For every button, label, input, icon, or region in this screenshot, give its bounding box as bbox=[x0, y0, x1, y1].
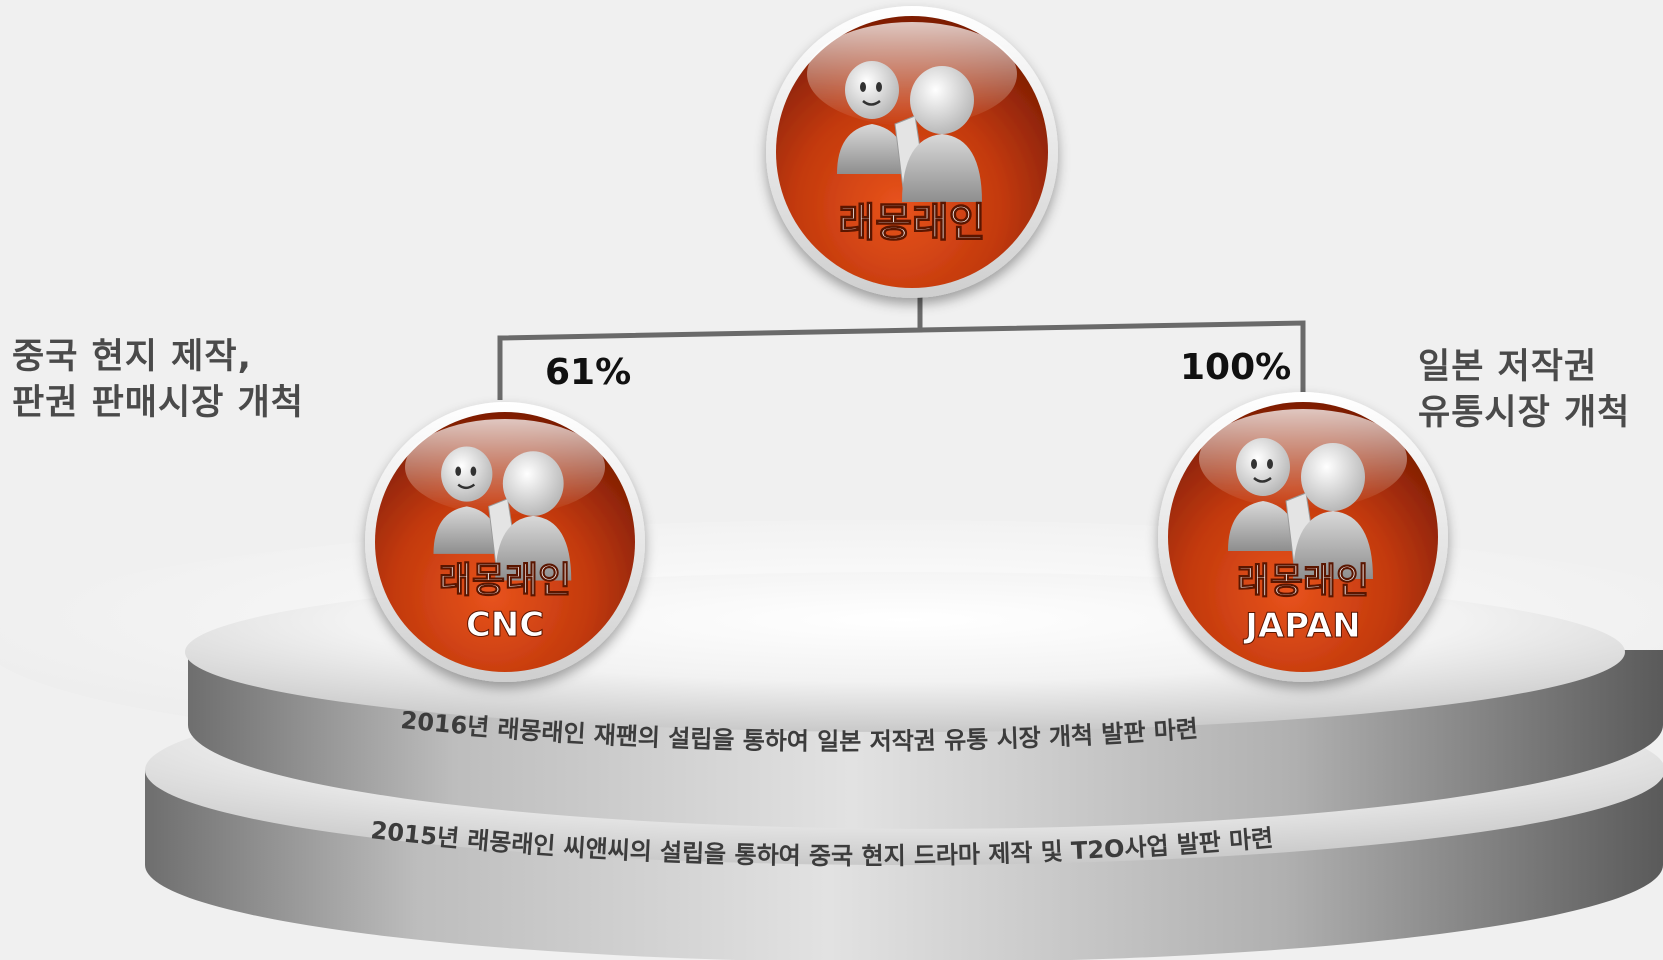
right-note: 일본 저작권 유통시장 개척 bbox=[1418, 344, 1630, 436]
left-note: 중국 현지 제작, 판권 판매시장 개척 bbox=[12, 334, 304, 426]
subsidiary-node-cnc[interactable]: 래몽래인 CNC bbox=[365, 402, 645, 682]
parent-node-label: 래몽래인 bbox=[838, 200, 985, 246]
subsidiary-japan-sublabel: JAPAN bbox=[1243, 606, 1361, 646]
subsidiary-cnc-label: 래몽래인 bbox=[439, 560, 571, 601]
cnc-share-percent: 61% bbox=[545, 352, 632, 393]
right-note-line-1: 일본 저작권 bbox=[1418, 347, 1598, 387]
parent-node[interactable]: 래몽래인 bbox=[766, 6, 1058, 298]
japan-share-percent: 100% bbox=[1180, 347, 1292, 388]
connector-lines bbox=[497, 290, 1306, 400]
left-note-line-1: 중국 현지 제작, bbox=[12, 337, 252, 377]
subsidiary-japan-label: 래몽래인 bbox=[1237, 561, 1369, 602]
right-note-line-2: 유통시장 개척 bbox=[1418, 393, 1631, 433]
left-note-line-2: 판권 판매시장 개척 bbox=[12, 383, 304, 423]
subsidiary-node-japan[interactable]: 래몽래인 JAPAN bbox=[1158, 392, 1448, 682]
subsidiary-cnc-sublabel: CNC bbox=[466, 605, 544, 645]
